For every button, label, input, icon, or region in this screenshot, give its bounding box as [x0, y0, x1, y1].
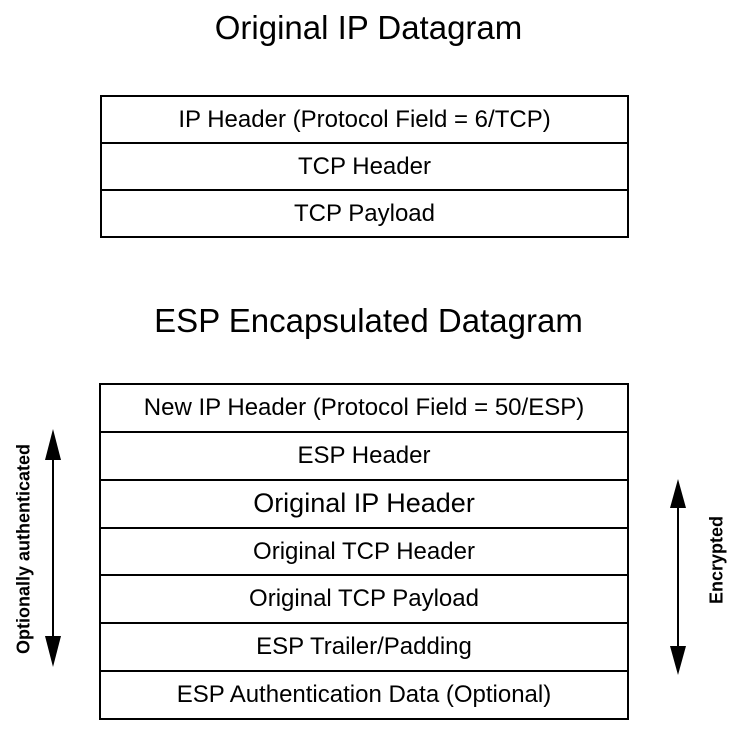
optionally-authenticated-arrow-icon — [45, 429, 61, 667]
stack-row-tcp-header: TCP Header — [102, 144, 627, 191]
stack-row-original-tcp-payload: Original TCP Payload — [101, 576, 627, 625]
encrypted-label: Encrypted — [706, 515, 727, 605]
encrypted-arrow-icon — [670, 479, 686, 675]
stack-row-esp-trailer: ESP Trailer/Padding — [101, 624, 627, 673]
stack-row-original-ip-header: Original IP Header — [101, 481, 627, 529]
original-datagram-title: Original IP Datagram — [214, 9, 523, 46]
stack-row-new-ip-header: New IP Header (Protocol Field = 50/ESP) — [101, 385, 627, 433]
original-datagram-stack: IP Header (Protocol Field = 6/TCP) TCP H… — [100, 95, 629, 238]
stack-row-esp-header: ESP Header — [101, 433, 627, 481]
stack-row-tcp-payload: TCP Payload — [294, 199, 435, 227]
stack-row-ip-header: IP Header (Protocol Field = 6/TCP) — [102, 97, 627, 144]
optionally-authenticated-label: Optionally authenticated — [13, 443, 34, 655]
esp-datagram-stack: New IP Header (Protocol Field = 50/ESP) … — [99, 383, 629, 720]
esp-datagram-title: ESP Encapsulated Datagram — [154, 302, 583, 339]
stack-row-esp-auth-data: ESP Authentication Data (Optional) — [176, 681, 552, 709]
stack-row-original-tcp-header: Original TCP Header — [101, 529, 627, 577]
